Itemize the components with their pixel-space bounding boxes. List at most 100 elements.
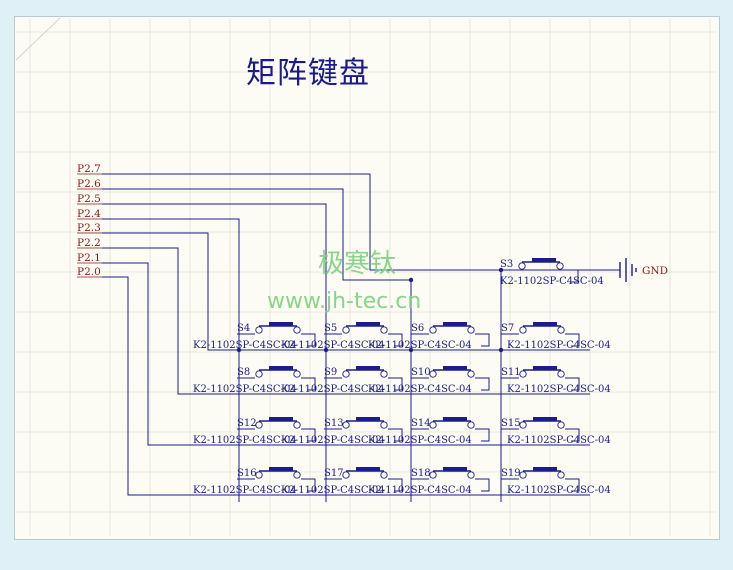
switch-ref: S19 (501, 468, 521, 479)
switch-actuator (532, 258, 556, 262)
switch-contact (519, 370, 527, 378)
switch-ref: S5 (324, 323, 337, 334)
switch-actuator (533, 467, 557, 471)
switch-lead (475, 478, 490, 492)
switch-contact (556, 262, 564, 270)
switch-part-label: K2-1102SP-C4SC-04 (368, 340, 472, 351)
switch-part-label: K2-1102SP-C4SC-04 (507, 340, 611, 351)
switch-part-label: K2-1102SP-C4SC-04 (368, 384, 472, 395)
switch-actuator (443, 417, 467, 421)
switch-part-label: K2-1102SP-C4SC-04 (281, 340, 385, 351)
switch-actuator (533, 322, 557, 326)
switch-actuator (356, 467, 380, 471)
switch-ref: S10 (411, 367, 431, 378)
switch-ref: S12 (237, 418, 257, 429)
switch-contact (342, 370, 350, 378)
sheet-grid (15, 17, 716, 536)
wire (102, 173, 502, 502)
switch-part-label: K2-1102SP-C4SC-04 (193, 340, 297, 351)
junction-dot (323, 347, 329, 353)
switch-ref: S4 (237, 323, 250, 334)
switch-lead (388, 478, 403, 492)
switch-lead (565, 333, 580, 347)
switch-ref: S13 (324, 418, 344, 429)
wire (102, 247, 590, 395)
switch-contact (519, 471, 527, 479)
watermark-name: 极寒钛 (318, 249, 397, 279)
switch-contact (380, 471, 388, 479)
switch-actuator (533, 417, 557, 421)
wire (102, 276, 590, 496)
switch-contact (557, 326, 565, 334)
switch-lead (475, 377, 490, 391)
switch-ref: S9 (324, 367, 337, 378)
switch-contact (429, 471, 437, 479)
net-label: P2.6 (77, 178, 101, 190)
switch-contact (380, 421, 388, 429)
switch-lead (301, 428, 316, 442)
switch-ref: S18 (411, 468, 431, 479)
switch-contact (293, 471, 301, 479)
switch-actuator (269, 366, 293, 370)
switch-actuator (443, 467, 467, 471)
switch-ref: S8 (237, 367, 250, 378)
net-label: P2.7 (77, 163, 101, 175)
switch-part-label: K2-1102SP-C4SC-04 (281, 485, 385, 496)
switch-part-label: K2-1102SP-C4SC-04 (500, 276, 604, 287)
switch-part-label: K2-1102SP-C4SC-04 (507, 435, 611, 446)
switch-actuator (533, 366, 557, 370)
switch-lead (301, 377, 316, 391)
switch-actuator (356, 417, 380, 421)
switch-contact (519, 421, 527, 429)
switch-contact (557, 421, 565, 429)
switch-ref: S6 (411, 323, 424, 334)
net-label: P2.0 (77, 266, 101, 278)
switch-lead (301, 333, 316, 347)
switch-lead (301, 478, 316, 492)
switch-part-label: K2-1102SP-C4SC-04 (507, 485, 611, 496)
gnd-symbol: GND (619, 258, 668, 282)
net-label: P2.3 (77, 222, 101, 234)
net-label: P2.4 (77, 208, 101, 220)
wire (102, 262, 590, 446)
switch-lead (388, 377, 403, 391)
switch-ref: S16 (237, 468, 257, 479)
switch-contact (255, 421, 263, 429)
switch-contact (467, 370, 475, 378)
switch-lead (475, 428, 490, 442)
net-label: P2.5 (77, 193, 101, 205)
switch-contact (467, 421, 475, 429)
wire (102, 203, 327, 502)
junction-dot (236, 347, 242, 353)
switch-part-label: K2-1102SP-C4SC-04 (193, 384, 297, 395)
switch-part-label: K2-1102SP-C4SC-04 (281, 435, 385, 446)
switch-contact (293, 370, 301, 378)
net-label: P2.1 (77, 252, 101, 264)
switch-contact (293, 326, 301, 334)
switch-part-label: K2-1102SP-C4SC-04 (193, 485, 297, 496)
switch-contact (255, 370, 263, 378)
watermark-url: www.jh-tec.cn (267, 289, 422, 314)
switch-part-label: K2-1102SP-C4SC-04 (507, 384, 611, 395)
switch-actuator (443, 322, 467, 326)
schematic-sheet (14, 16, 720, 540)
switch-lead (565, 478, 580, 492)
switch-ref: S17 (324, 468, 344, 479)
switch-contact (519, 326, 527, 334)
switch-ref: S3 (500, 259, 513, 270)
switch-contact (467, 471, 475, 479)
switch-contact (467, 326, 475, 334)
switch-contact (342, 421, 350, 429)
